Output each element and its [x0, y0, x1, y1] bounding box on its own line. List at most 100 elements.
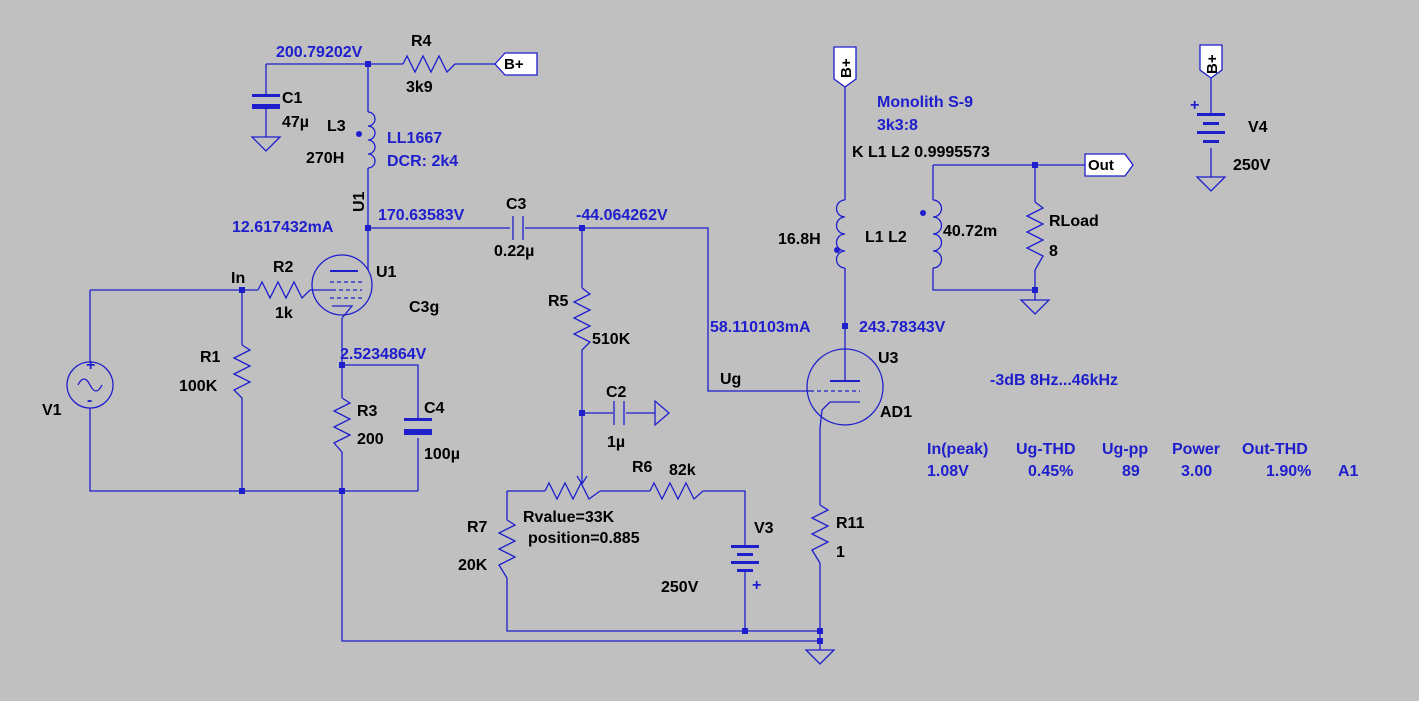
transformer-ratio: 3k3:8	[877, 117, 918, 134]
svg-text:+: +	[752, 577, 761, 594]
pot-wiper-arrow	[576, 470, 588, 486]
ground-icon	[250, 136, 282, 152]
l3-coil	[367, 111, 376, 169]
node-voltage-r4: 200.79202V	[276, 44, 363, 61]
measure-value-out-thd: 1.90%	[1266, 463, 1311, 480]
measure-header-ug-thd: Ug-THD	[1016, 441, 1076, 458]
svg-text:+: +	[86, 357, 95, 374]
u1-tube	[311, 252, 373, 319]
measure-header-in-peak: In(peak)	[927, 441, 988, 458]
r5-value: 510K	[592, 331, 631, 348]
l1-polarity-dot	[834, 247, 840, 253]
c2-value: 1µ	[607, 434, 625, 451]
u3-model: AD1	[880, 404, 912, 421]
l3-dcr: DCR: 2k4	[387, 153, 458, 170]
ug-label: Ug	[720, 371, 741, 388]
c2-name: C2	[606, 384, 627, 401]
r11-value: 1	[836, 544, 845, 561]
r6-name: R6	[632, 459, 653, 476]
u1-anode-voltage: 170.63583V	[378, 207, 465, 224]
r11-name: R11	[836, 515, 865, 532]
u3-anode-current: 58.110103mA	[710, 319, 811, 336]
c1-name: C1	[282, 90, 303, 107]
r2-value: 1k	[275, 305, 293, 322]
r1-symbol	[232, 344, 252, 399]
svg-text:Out: Out	[1088, 157, 1114, 174]
u1-anode-current: 12.617432mA	[232, 219, 334, 236]
wires	[89, 63, 1212, 650]
c3-symbol	[512, 216, 524, 240]
rload-value: 8	[1049, 243, 1058, 260]
r7-rvalue: Rvalue=33K	[523, 509, 615, 526]
v4-name: V4	[1248, 119, 1268, 136]
v3-value: 250V	[661, 579, 699, 596]
svg-text:-: -	[87, 392, 92, 409]
measure-header-out-thd: Out-THD	[1242, 441, 1308, 458]
junctions	[239, 61, 1038, 644]
r3-symbol	[332, 397, 352, 453]
u1-pin-label: U1	[351, 191, 368, 212]
u1-model: C3g	[409, 299, 439, 316]
v4-battery: +	[1190, 97, 1225, 143]
r4-name: R4	[411, 33, 432, 50]
ground-icon	[654, 399, 670, 427]
l3-name: L3	[327, 118, 346, 135]
input-flag-in: In	[231, 270, 245, 287]
v1-source: + -	[66, 357, 114, 409]
r1-value: 100K	[179, 378, 218, 395]
ground-icon	[1019, 299, 1051, 315]
r7-symbol	[497, 519, 517, 579]
l2-secondary-value: 40.72m	[943, 223, 997, 240]
r2-symbol	[257, 280, 311, 300]
l3-value: 270H	[306, 150, 344, 167]
ground-icon	[1195, 176, 1227, 192]
r3-name: R3	[357, 403, 378, 420]
r4-symbol	[402, 54, 456, 74]
flag-bplus-r4: B+	[494, 52, 538, 76]
l2-coil	[932, 199, 943, 269]
r5-symbol	[572, 287, 592, 351]
measure-value-ug-pp: 89	[1122, 463, 1140, 480]
r4-value: 3k9	[406, 79, 433, 96]
r1-name: R1	[200, 349, 221, 366]
flag-out: Out	[1084, 153, 1134, 177]
measure-header-ug-pp: Ug-pp	[1102, 441, 1148, 458]
c3-value: 0.22µ	[494, 243, 534, 260]
u3-name: U3	[878, 350, 899, 367]
l3-model: LL1667	[387, 130, 442, 147]
measure-value-power: 3.00	[1181, 463, 1212, 480]
measure-value-in-peak: 1.08V	[927, 463, 969, 480]
r7-value: 20K	[458, 557, 488, 574]
c3-name: C3	[506, 196, 527, 213]
r7-name: R7	[467, 519, 488, 536]
flag-bplus-v4: B+	[1199, 44, 1223, 79]
l1-primary-value: 16.8H	[778, 231, 821, 248]
c2-symbol	[613, 401, 625, 425]
measurement-table: In(peak) Ug-THD Ug-pp Power Out-THD 1.08…	[927, 441, 1359, 480]
u1-cathode-voltage: 2.5234864V	[340, 346, 427, 363]
svg-text:B+: B+	[504, 56, 524, 73]
c1-symbol	[252, 94, 280, 109]
flag-bplus-l1: B+	[833, 46, 857, 88]
r7-pot-symbol	[544, 481, 601, 501]
r2-name: R2	[273, 259, 294, 276]
rload-name: RLoad	[1049, 213, 1099, 230]
ground-icon	[804, 649, 836, 665]
r11-symbol	[810, 504, 830, 564]
svg-text:B+: B+	[838, 58, 855, 78]
measure-cell-label: A1	[1338, 463, 1359, 480]
l3-polarity-dot	[356, 131, 362, 137]
u3-anode-voltage: 243.78343V	[859, 319, 946, 336]
r7-position: position=0.885	[528, 530, 640, 547]
v1-name: V1	[42, 402, 62, 419]
measure-header-power: Power	[1172, 441, 1220, 458]
grid-node-voltage: -44.064262V	[576, 207, 668, 224]
svg-text:B+: B+	[1204, 54, 1221, 74]
l1-coil	[835, 199, 846, 269]
r3-value: 200	[357, 431, 384, 448]
v3-name: V3	[754, 520, 774, 537]
v4-value: 250V	[1233, 157, 1271, 174]
l1-name: L1 L2	[865, 229, 907, 246]
u1-name: U1	[376, 264, 397, 281]
